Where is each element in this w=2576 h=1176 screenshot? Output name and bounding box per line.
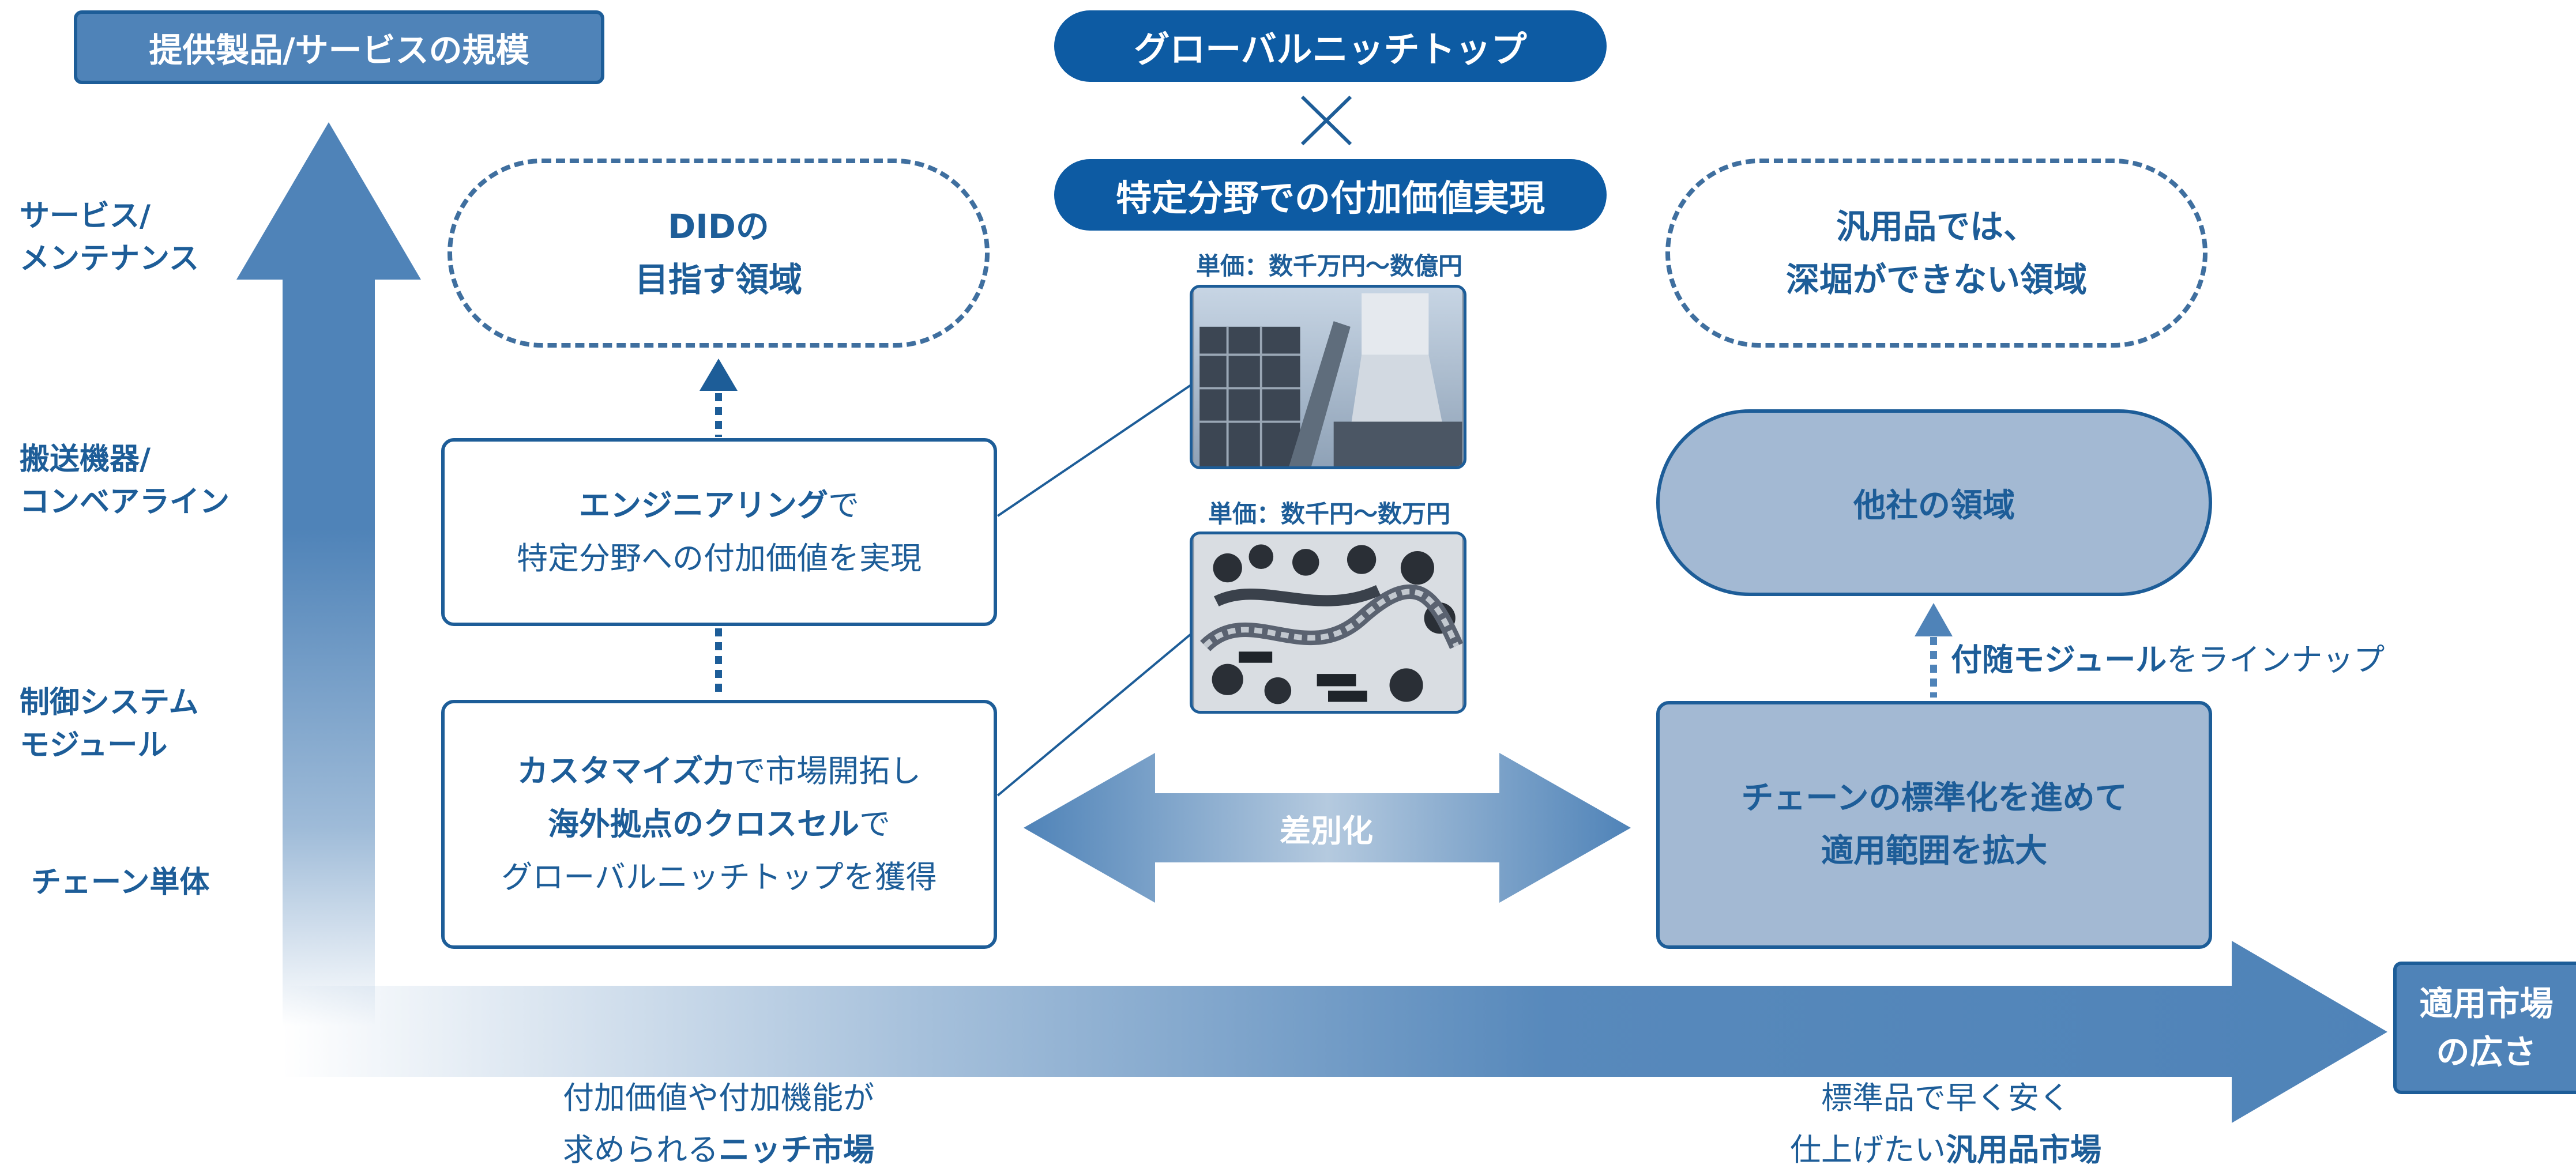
differentiation-label: 差別化 [1280, 812, 1373, 849]
top-banner-value-added: 特定分野での付加価値実現 [1054, 159, 1607, 231]
engineering-box: エンジニアリングで 特定分野への付加価値を実現 [441, 438, 997, 626]
top-banner-global-niche-top: グローバルニッチトップ [1054, 10, 1607, 82]
differentiation-double-arrow [1024, 753, 1631, 903]
x-axis-title: 適用市場 の広さ [2393, 962, 2576, 1094]
callout-line-engineering [996, 384, 1192, 517]
y-level-control: 制御システム モジュール [20, 685, 199, 763]
price-label-low: 単価：数千円〜数万円 [1208, 500, 1450, 528]
x-axis-arrow [283, 941, 2387, 1123]
chains-illustration [1194, 534, 1464, 711]
y-axis-title: 提供製品/サービスの規模 [74, 10, 604, 84]
cross-mark-b [1300, 95, 1352, 146]
niche-market-label: 付加価値や付加機能が 求められるニッチ市場 [563, 1080, 874, 1168]
callout-line-custom [996, 633, 1192, 797]
industrial-plant-photo [1190, 285, 1466, 469]
y-level-chain: チェーン単体 [31, 865, 210, 900]
did-target-area: DIDの 目指す領域 [447, 159, 990, 348]
unreachable-area: 汎用品では、 深堀ができない領域 [1665, 159, 2208, 348]
competitor-area: 他社の領域 [1656, 409, 2212, 596]
y-axis-arrow [236, 122, 421, 1026]
module-lineup-label: 付随モジュールをラインナップ [1951, 642, 2385, 678]
price-label-high: 単価：数千万円〜数億円 [1195, 252, 1462, 280]
up-arrowhead-right [1915, 603, 1953, 636]
chains-photo [1190, 532, 1466, 714]
general-market-label: 標準品で早く安く 仕上げたい汎用品市場 [1790, 1080, 2101, 1168]
up-arrowhead-left [700, 359, 738, 391]
plant-illustration [1194, 288, 1462, 466]
standardization-box: チェーンの標準化を進めて 適用範囲を拡大 [1656, 701, 2212, 949]
y-level-conveyor: 搬送機器/ コンベアライン [20, 442, 230, 519]
y-level-service: サービス/ メンテナンス [20, 199, 199, 276]
customize-box: カスタマイズ力で市場開拓し 海外拠点のクロスセルで グローバルニッチトップを獲得 [441, 700, 997, 949]
